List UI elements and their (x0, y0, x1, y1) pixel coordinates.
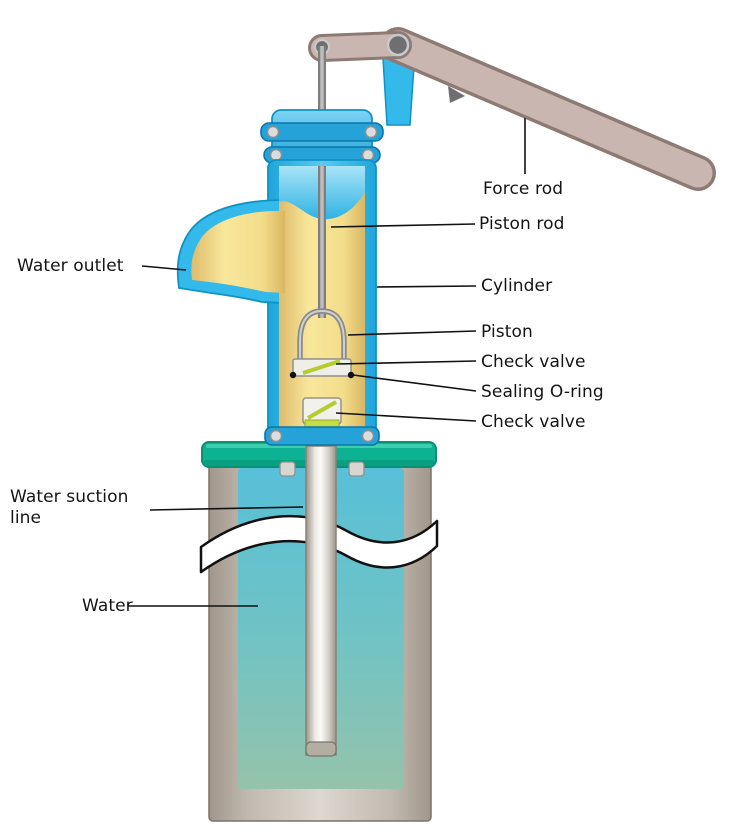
bolt (269, 148, 283, 162)
spout-inner (191, 210, 285, 293)
pump-head (260, 109, 384, 169)
valve-seat (304, 419, 340, 428)
base-flange-band (264, 426, 380, 446)
bolt (269, 429, 283, 443)
sealing-o-ring-line (352, 374, 477, 392)
lower-valve-flap (307, 400, 337, 420)
label-piston-rod: Piston rod (479, 214, 565, 234)
label-check-valve-upper: Check valve (481, 352, 586, 372)
label-sealing-o-ring: Sealing O-ring (481, 382, 604, 402)
check-valve-upper-line (335, 360, 477, 365)
label-piston: Piston (481, 322, 533, 342)
head-flange-upper (260, 122, 384, 142)
label-force-rod: Force rod (483, 179, 564, 199)
bolt (266, 125, 280, 139)
check-valve-lower-line (335, 412, 477, 422)
water-outlet-line (141, 265, 187, 271)
sealing-o-ring-right (347, 371, 355, 379)
sealing-o-ring-left (289, 371, 297, 379)
link-bar (311, 34, 409, 59)
suction-pipe-body (305, 445, 337, 756)
piston-line (347, 330, 477, 336)
base-flange (264, 426, 380, 446)
bolt (361, 429, 375, 443)
pump-handle-assembly (308, 27, 716, 191)
water-suction-line-line (149, 506, 304, 511)
piston-check-valve-flap (302, 359, 341, 375)
label-lines (128, 118, 526, 607)
piston-stirrup-highlight (299, 309, 345, 364)
pivot-pin-main (386, 33, 410, 57)
label-water-outlet: Water outlet (17, 256, 124, 276)
piston-rod-line (330, 223, 476, 228)
beam-notch (448, 86, 465, 103)
label-check-valve-lower: Check valve (481, 412, 586, 432)
cylinder-line (376, 285, 477, 288)
lower-check-valve (302, 397, 342, 428)
force-rod-beam (383, 30, 713, 188)
suction-pipe-foot (305, 741, 337, 757)
label-water: Water (82, 596, 133, 616)
label-water-suction-line: Water suction line (10, 487, 129, 528)
label-cylinder: Cylinder (481, 276, 553, 296)
bolt (364, 125, 378, 139)
cylinder-body (176, 159, 377, 439)
platform-bolts (279, 461, 365, 477)
suction-pipe (305, 445, 337, 757)
bolt (361, 148, 375, 162)
